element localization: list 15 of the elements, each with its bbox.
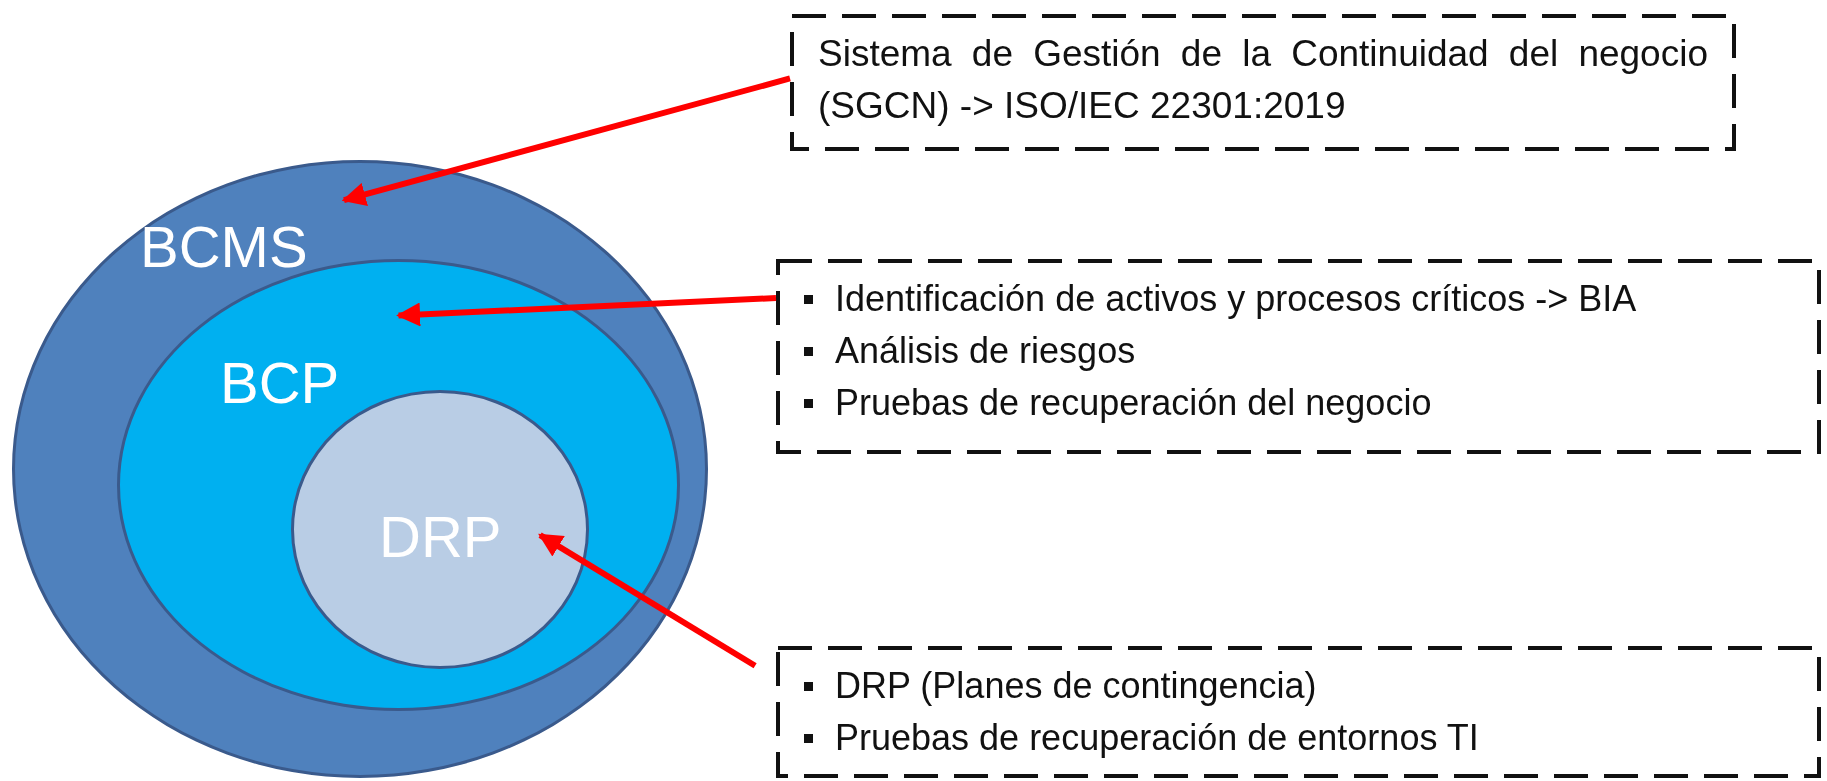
arrow — [396, 295, 777, 327]
arrow — [341, 75, 791, 207]
list-item-text: Identificación de activos y procesos críticos -> BIA — [835, 277, 1637, 321]
list-item-text: Análisis de riesgos — [835, 329, 1136, 374]
list-item-text: Pruebas de recuperación de entornos TI — [835, 716, 1479, 761]
region-label: BCMS — [140, 218, 308, 276]
region-label: DRP — [379, 508, 502, 566]
dashed-text-box — [776, 646, 1821, 778]
arrow — [538, 532, 757, 669]
description-text: Sistema de Gestión de la Continuidad del negocio (SGCN) -> ISO/IEC 22301:2019 — [818, 32, 1708, 128]
dashed-text-box — [776, 259, 1821, 454]
list-item-text: Pruebas de recuperación del negocio — [835, 381, 1432, 426]
dashed-text-box — [790, 14, 1736, 151]
region-label: BCP — [220, 354, 340, 412]
list-item-text: DRP (Planes de contingencia) — [835, 664, 1317, 708]
